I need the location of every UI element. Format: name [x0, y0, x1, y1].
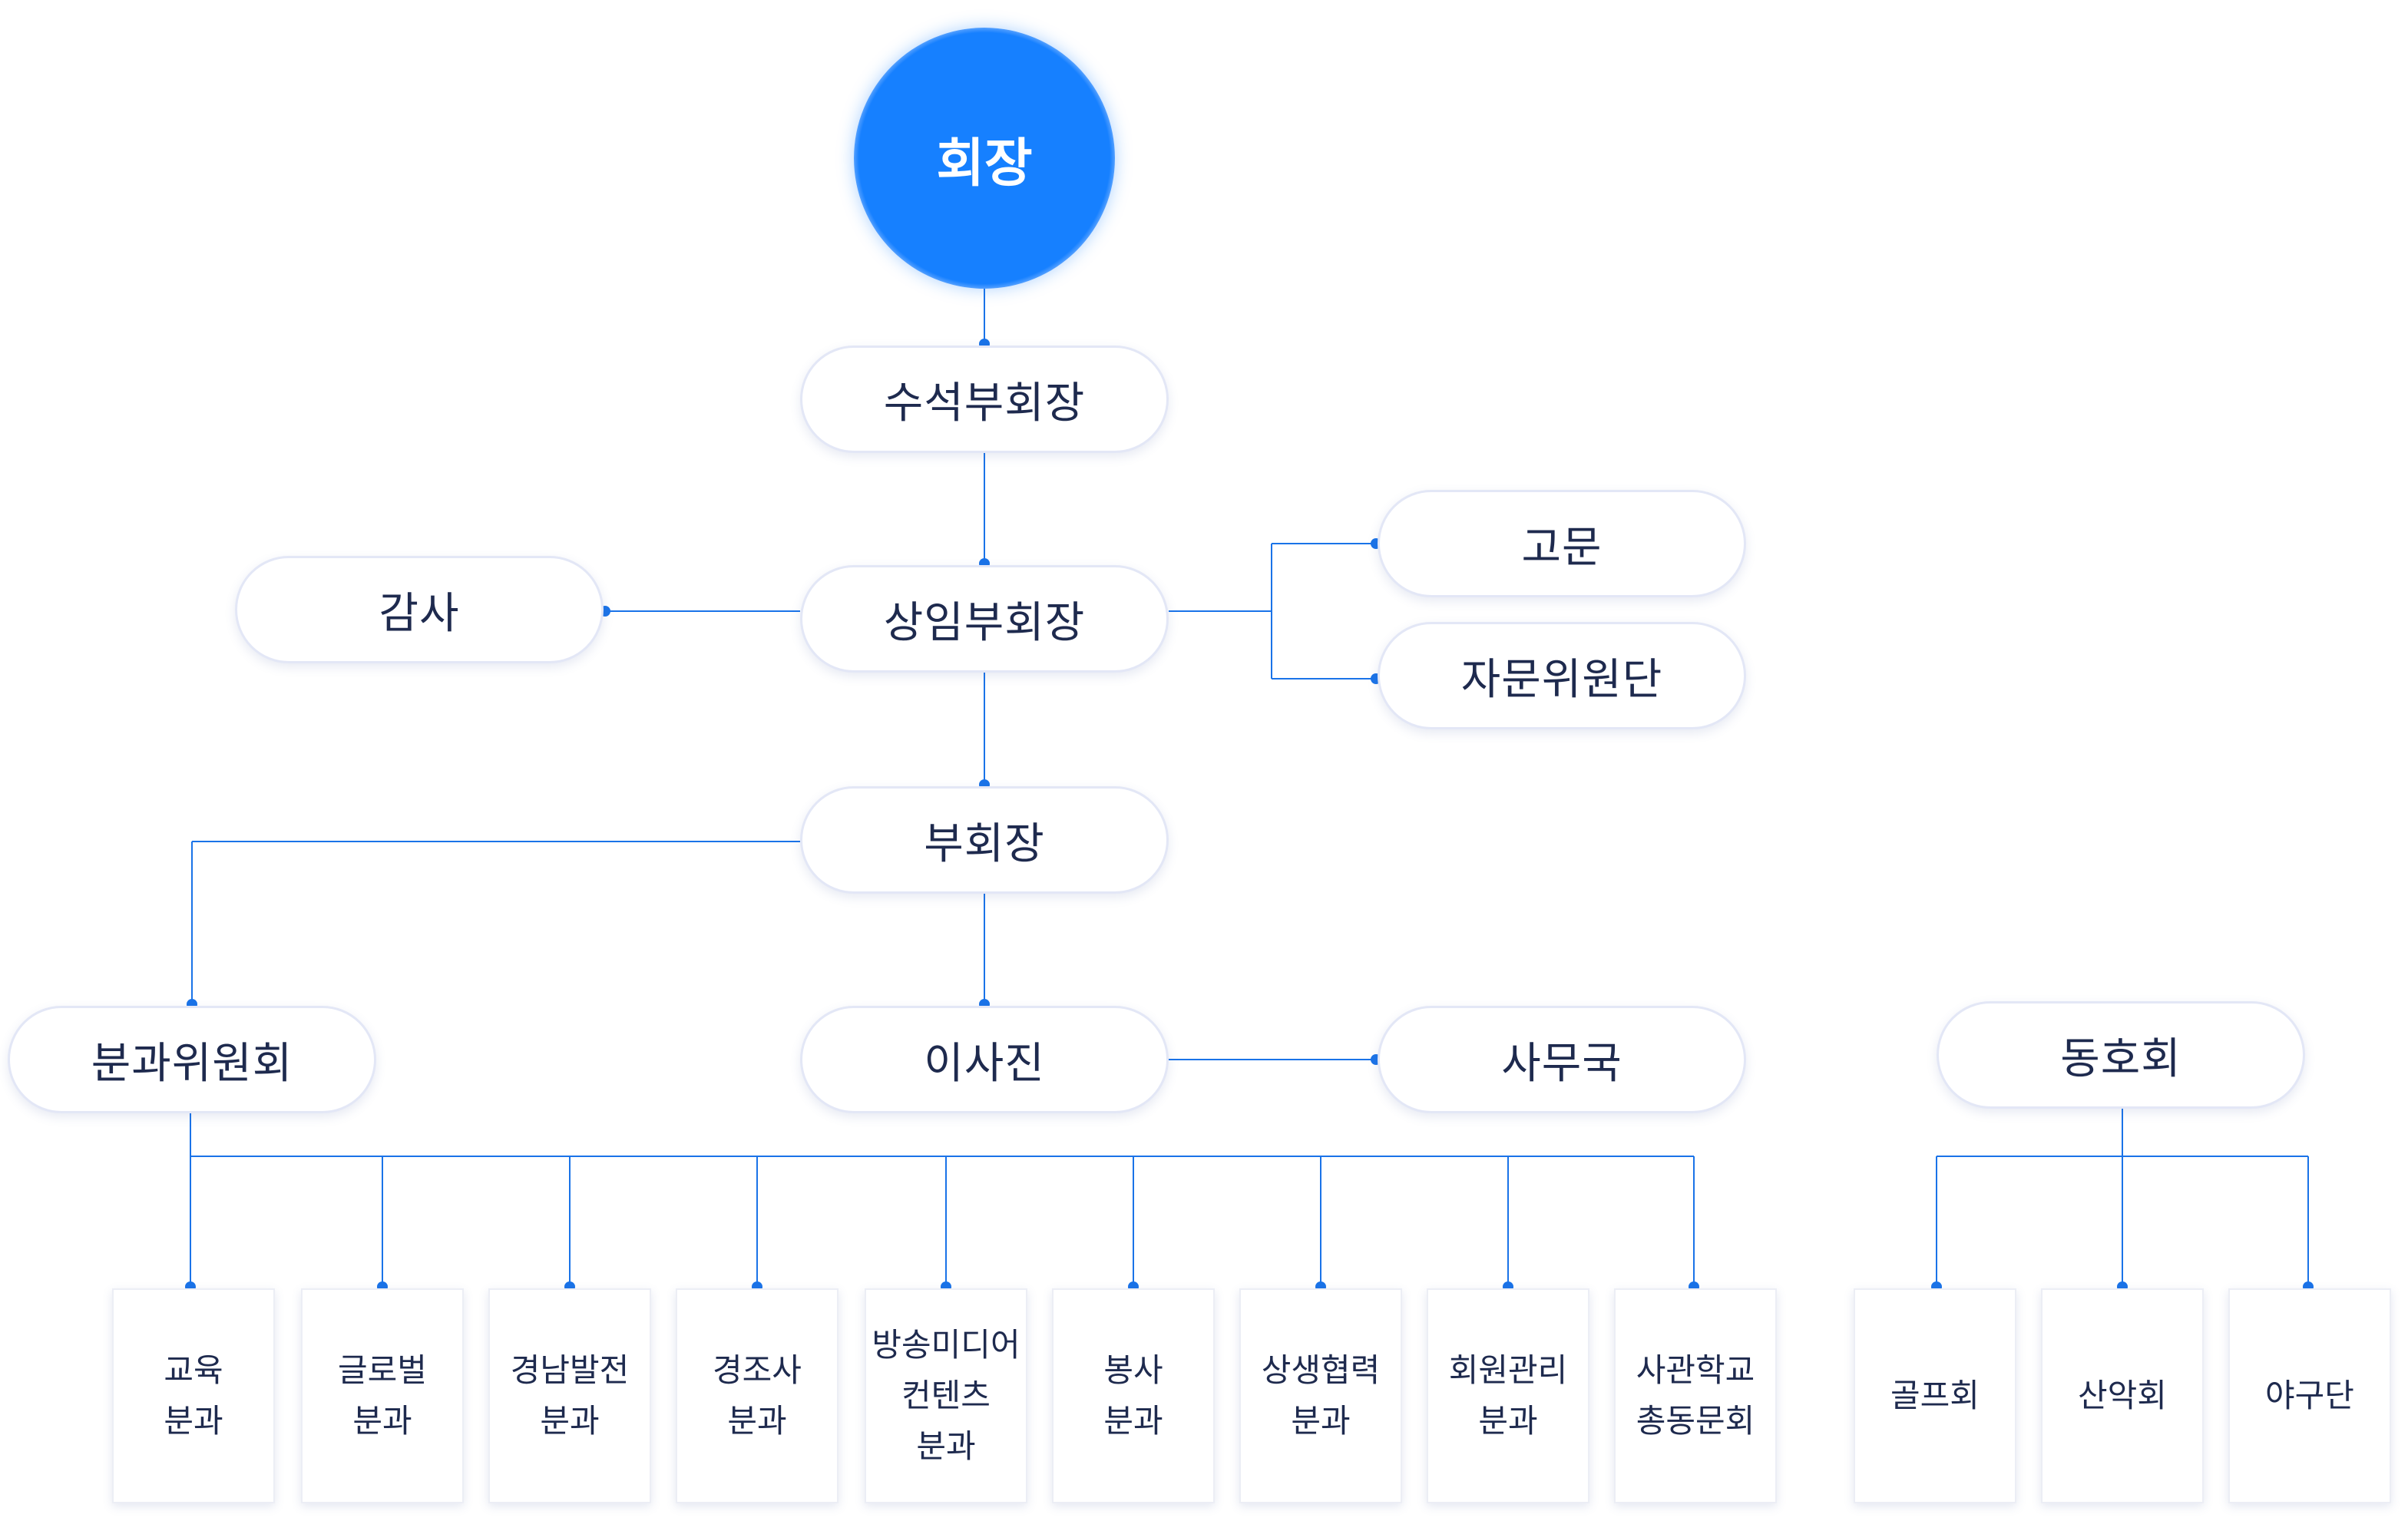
node-standing-vice-president: 상임부회장	[800, 565, 1169, 673]
node-vice-president: 부회장	[800, 786, 1169, 894]
node-division-committee: 분과위원회	[8, 1006, 376, 1113]
node-senior-vice-president-label: 수석부회장	[883, 378, 1086, 428]
club-label: 야구단	[2265, 1377, 2354, 1414]
division-label: 경조사 분과	[713, 1351, 802, 1440]
division-box: 교육 분과	[112, 1288, 275, 1503]
node-standing-vice-president-label: 상임부회장	[883, 597, 1086, 648]
division-label: 글로벌 분과	[338, 1351, 427, 1440]
division-label: 교육 분과	[164, 1351, 223, 1440]
club-box: 골프회	[1854, 1288, 2016, 1503]
club-label: 산악회	[2078, 1377, 2167, 1414]
node-senior-vice-president: 수석부회장	[800, 346, 1169, 453]
node-advisor-label: 고문	[1521, 522, 1603, 573]
node-advisory-committee: 자문위원단	[1378, 622, 1746, 729]
club-label: 골프회	[1890, 1377, 1980, 1414]
club-box: 야구단	[2228, 1288, 2391, 1503]
division-box: 회원관리 분과	[1427, 1288, 1589, 1503]
node-secretariat-label: 사무국	[1501, 1038, 1622, 1089]
node-division-committee-label: 분과위원회	[91, 1038, 293, 1089]
division-box: 경남발전 분과	[488, 1288, 651, 1503]
node-vice-president-label: 부회장	[924, 818, 1045, 869]
division-label: 회원관리 분과	[1448, 1351, 1568, 1440]
division-label: 봉사 분과	[1103, 1351, 1163, 1440]
division-box: 글로벌 분과	[301, 1288, 464, 1503]
node-president-label: 회장	[936, 133, 1033, 194]
division-label: 상생협력 분과	[1261, 1351, 1381, 1440]
division-box: 경조사 분과	[676, 1288, 838, 1503]
division-box: 상생협력 분과	[1239, 1288, 1402, 1503]
division-label: 경남발전 분과	[510, 1351, 630, 1440]
node-board: 이사진	[800, 1006, 1169, 1113]
node-advisory-committee-label: 자문위원단	[1460, 654, 1663, 705]
node-clubs: 동호회	[1937, 1001, 2305, 1109]
node-advisor: 고문	[1378, 490, 1746, 597]
division-box: 방송미디어 컨텐츠 분과	[865, 1288, 1027, 1503]
division-label: 방송미디어 컨텐츠 분과	[872, 1326, 1020, 1465]
node-auditor-label: 감사	[379, 588, 460, 639]
division-label: 사관학교 총동문회	[1636, 1351, 1755, 1440]
node-board-label: 이사진	[924, 1038, 1045, 1089]
node-clubs-label: 동호회	[2060, 1033, 2181, 1084]
node-secretariat: 사무국	[1378, 1006, 1746, 1113]
club-box: 산악회	[2041, 1288, 2204, 1503]
division-box: 사관학교 총동문회	[1614, 1288, 1777, 1503]
node-president: 회장	[854, 28, 1115, 289]
node-auditor: 감사	[235, 556, 604, 663]
division-box: 봉사 분과	[1052, 1288, 1215, 1503]
